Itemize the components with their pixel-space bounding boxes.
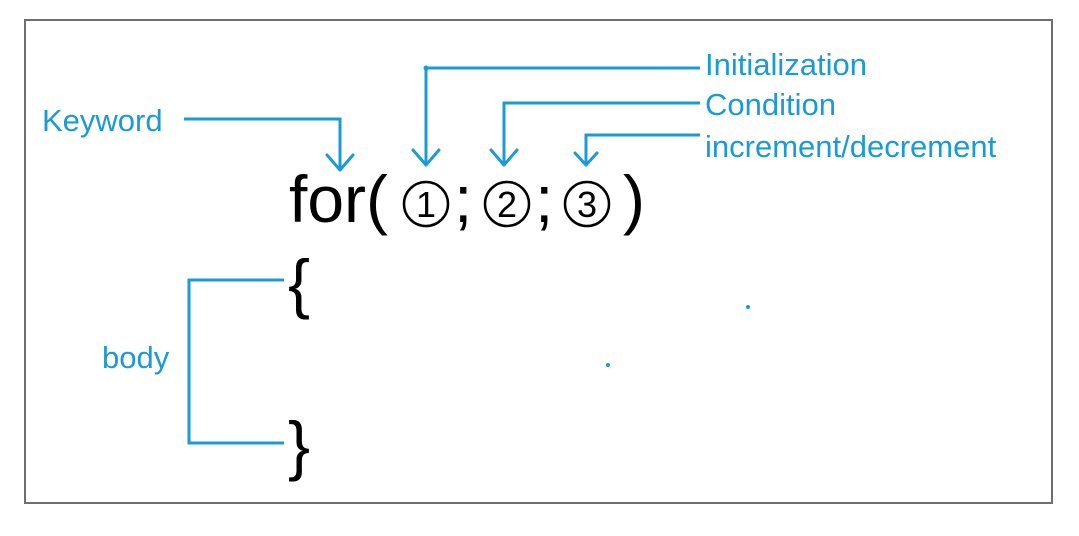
circle-3-icon: [563, 180, 611, 228]
circle-2-number: 2: [497, 184, 517, 225]
close-paren: ): [623, 162, 645, 236]
stray-dot-1: [746, 305, 750, 309]
increment-connector: [584, 133, 700, 163]
condition-label: Condition: [705, 87, 836, 122]
diagram-frame: [24, 19, 1053, 504]
open-brace: {: [288, 246, 310, 320]
condition-arrowhead: [489, 148, 519, 167]
keyword-connector: [184, 117, 342, 168]
for-keyword-text: for(: [289, 162, 388, 236]
keyword-arrowhead: [325, 153, 355, 172]
keyword-label: Keyword: [42, 103, 163, 138]
close-brace: }: [288, 408, 310, 482]
circle-3-number: 3: [577, 184, 597, 225]
initialization-arrowhead: [411, 148, 441, 167]
initialization-connector: [424, 66, 700, 163]
initialization-label: Initialization: [705, 47, 867, 82]
circle-1-icon: [402, 180, 450, 228]
semicolon-1: ;: [454, 162, 472, 236]
condition-connector: [502, 101, 700, 163]
body-label: body: [102, 340, 170, 375]
increment-arrowhead: [573, 151, 599, 167]
body-bracket: [187, 278, 284, 445]
stray-dot-2: [606, 363, 610, 367]
circle-2-icon: [483, 180, 531, 228]
semicolon-2: ;: [535, 162, 553, 236]
circle-1-number: 1: [416, 184, 436, 225]
initialization-connector-dot: [423, 65, 429, 71]
increment-label: increment/decrement: [705, 129, 997, 164]
